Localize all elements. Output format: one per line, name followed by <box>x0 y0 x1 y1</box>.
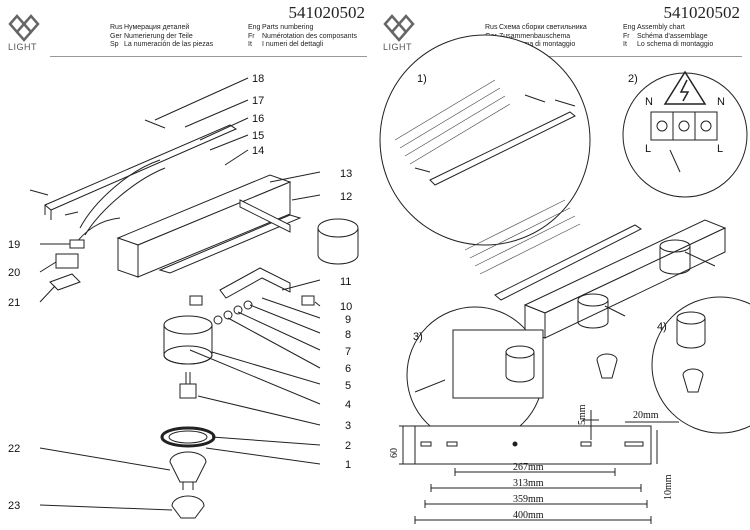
dimension-60: 60 <box>389 448 400 458</box>
terminal-n-left: N <box>645 96 653 108</box>
part-number-22: 22 <box>8 443 20 455</box>
part-number-7: 7 <box>345 346 351 358</box>
warning-icon <box>663 70 707 105</box>
part-number-13: 13 <box>340 168 352 180</box>
bottom-view-plate <box>414 425 652 465</box>
part-number-1: 1 <box>345 459 351 471</box>
brand-name: LIGHT <box>8 42 38 52</box>
part-number-8: 8 <box>345 329 351 341</box>
dimension-20mm: 20mm <box>633 410 659 421</box>
brand-logo-icon <box>383 14 415 42</box>
brand-logo-icon <box>8 14 40 42</box>
part-number-2: 2 <box>345 440 351 452</box>
header-divider <box>425 56 742 57</box>
part-number-3: 3 <box>345 420 351 432</box>
brand-name: LIGHT <box>383 42 413 52</box>
step-3-label: 3) <box>413 331 423 343</box>
part-number-6: 6 <box>345 363 351 375</box>
part-number-16: 16 <box>252 113 264 125</box>
dimension-313mm: 313mm <box>513 478 544 489</box>
part-number-10: 10 <box>340 301 352 313</box>
step-4-detail <box>651 296 750 434</box>
cover-plate <box>158 214 302 274</box>
part-number-14: 14 <box>252 145 264 157</box>
part-number-20: 20 <box>8 267 20 279</box>
part-number-12: 12 <box>340 191 352 203</box>
product-code: 541020502 <box>288 3 366 22</box>
dimension-267mm: 267mm <box>513 462 544 473</box>
exploded-parts-diagram: 18 17 16 15 14 13 12 11 10 9 8 7 6 5 4 3… <box>8 73 359 519</box>
step-1-detail <box>379 34 591 246</box>
part-number-18: 18 <box>252 73 264 85</box>
part-number-15: 15 <box>252 130 264 142</box>
dimension-359mm: 359mm <box>513 494 544 505</box>
step-1-label: 1) <box>417 73 427 85</box>
step-4-label: 4) <box>657 321 667 333</box>
part-number-11: 11 <box>340 276 351 288</box>
header-divider <box>50 56 367 57</box>
part-number-17: 17 <box>252 95 264 107</box>
part-number-5: 5 <box>345 380 351 392</box>
part-number-23: 23 <box>8 500 20 512</box>
terminal-n-right: N <box>717 96 725 108</box>
part-number-19: 19 <box>8 239 20 251</box>
part-number-9: 9 <box>345 314 351 326</box>
mounting-bracket <box>44 124 238 211</box>
dimension-10mm: 10mm <box>663 474 674 500</box>
product-code: 541020502 <box>663 3 741 22</box>
assembly-diagram: 1) 2) 3) 4) N N L L 5mm 20mm 60 267mm 31… <box>379 34 750 524</box>
dimension-5mm: 5mm <box>577 404 588 425</box>
part-number-21: 21 <box>8 297 20 309</box>
part-number-4: 4 <box>345 399 351 411</box>
dimension-400mm: 400mm <box>513 510 544 521</box>
step-2-label: 2) <box>628 73 638 85</box>
terminal-l-left: L <box>645 143 651 155</box>
terminal-l-right: L <box>717 143 723 155</box>
